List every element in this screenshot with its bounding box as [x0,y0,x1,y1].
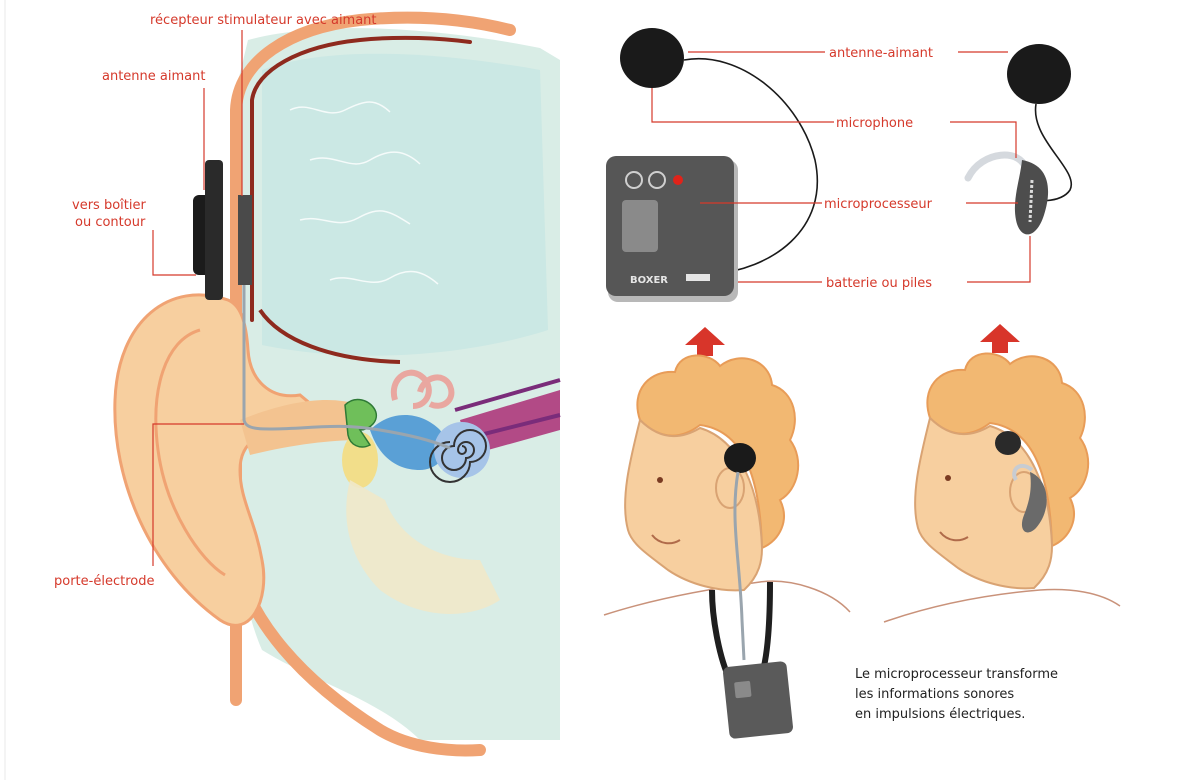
caption-line-1: Le microprocesseur transforme [855,667,1058,682]
contour-hook [968,155,1026,178]
eye [657,477,663,483]
person-with-box-processor [604,355,850,739]
leader-vers-boitier [153,230,196,275]
antenna-magnet-disc-left [620,28,684,88]
caption-line-2: les informations sonores [855,687,1014,702]
label-vers-boitier-line1: vers boîtier [72,198,146,213]
processor-display [622,200,658,252]
label-microphone: microphone [836,116,913,131]
arrow-up-right [980,324,1020,353]
receiver-stimulator [238,195,252,285]
processor-brand: BOXER [630,275,668,286]
label-batterie-ou-piles: batterie ou piles [826,276,932,291]
label-antenne-aimant-right: antenne-aimant [829,46,933,61]
antenna-magnet-disc-right [1007,44,1071,104]
leader-microphone [652,88,1016,158]
label-vers-boitier-line2: ou contour [75,215,146,230]
processor-led [673,175,683,185]
worn-antenna-magnet [724,443,756,473]
external-antenna-housing [205,160,223,300]
caption-line-3: en impulsions électriques. [855,707,1025,722]
contour-microphone-grille [1030,180,1032,222]
label-microprocesseur: microprocesseur [824,197,933,212]
label-porte-electrode: porte-électrode [54,574,154,589]
worn-antenna-magnet [995,431,1021,455]
ear [716,468,744,508]
brain-tissue [262,54,548,356]
shoulders [884,590,1120,622]
eye [945,475,951,481]
anatomy-illustration [115,18,560,751]
devices: BOXER [606,28,1071,302]
processor-jack [686,274,710,281]
label-recepteur-stimulateur: récepteur stimulateur avec aimant [150,13,377,28]
worn-processor-box [722,661,793,739]
processor-box: BOXER [606,156,738,302]
person-with-contour-processor [884,353,1120,622]
cochlea [434,422,490,478]
contour-processor [968,155,1048,234]
arrow-up-left [685,327,725,356]
label-antenne-aimant-left: antenne aimant [102,69,205,84]
worn-processor-window [734,681,752,699]
